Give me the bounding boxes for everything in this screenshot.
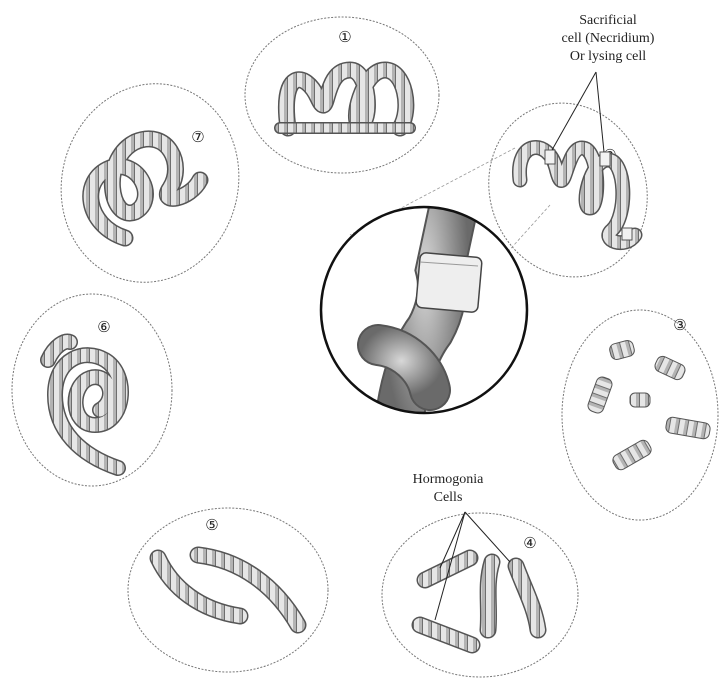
sacrificial-cell-annotation: Sacrificial cell (Necridium) Or lysing c… xyxy=(552,13,655,152)
sacrificial-label-line-2: cell (Necridium) xyxy=(562,31,655,46)
stage-1: ① xyxy=(245,17,439,173)
magnified-necridium-cell xyxy=(416,252,483,312)
stage-1-number: ① xyxy=(338,30,351,46)
stage-7-coiled-trichome xyxy=(91,139,200,238)
sacrificial-label-line-3: Or lysing cell xyxy=(570,49,646,64)
stage-4: ④ xyxy=(382,513,578,677)
necridium-cell-2 xyxy=(600,152,610,166)
stage-5-number: ⑤ xyxy=(205,518,218,534)
stage-6-coiling-trichome xyxy=(48,342,121,468)
stage-7-number: ⑦ xyxy=(191,130,204,146)
stage-6-number: ⑥ xyxy=(97,320,110,336)
necridium-cell-1 xyxy=(545,150,555,164)
stage-6: ⑥ xyxy=(12,294,172,486)
stage-2-coiled-trichome xyxy=(519,147,635,242)
stage-3-number: ③ xyxy=(673,318,686,334)
sacrificial-label-line-1: Sacrificial xyxy=(579,13,637,28)
necridium-cell-3 xyxy=(622,228,632,240)
stage-4-number: ④ xyxy=(523,536,536,552)
stage-4-hormogonia-fragments xyxy=(420,558,538,645)
stage-7: ⑦ xyxy=(39,64,261,303)
stage-3-hormogonia-fragments xyxy=(586,339,711,472)
magnified-necridium-view xyxy=(321,200,527,415)
stage-5-outline xyxy=(128,508,328,672)
sacrificial-pointer-1 xyxy=(552,72,596,150)
stage-1-coiled-trichome xyxy=(280,70,410,128)
hormogonia-label-line-1: Hormogonia xyxy=(413,472,485,487)
stage-5: ⑤ xyxy=(128,508,328,672)
stage-3-outline xyxy=(562,310,718,520)
stage-3: ③ xyxy=(562,310,718,520)
stage-5-hormogonia-fragments xyxy=(158,555,298,625)
hormogonia-label-line-2: Cells xyxy=(434,490,463,505)
